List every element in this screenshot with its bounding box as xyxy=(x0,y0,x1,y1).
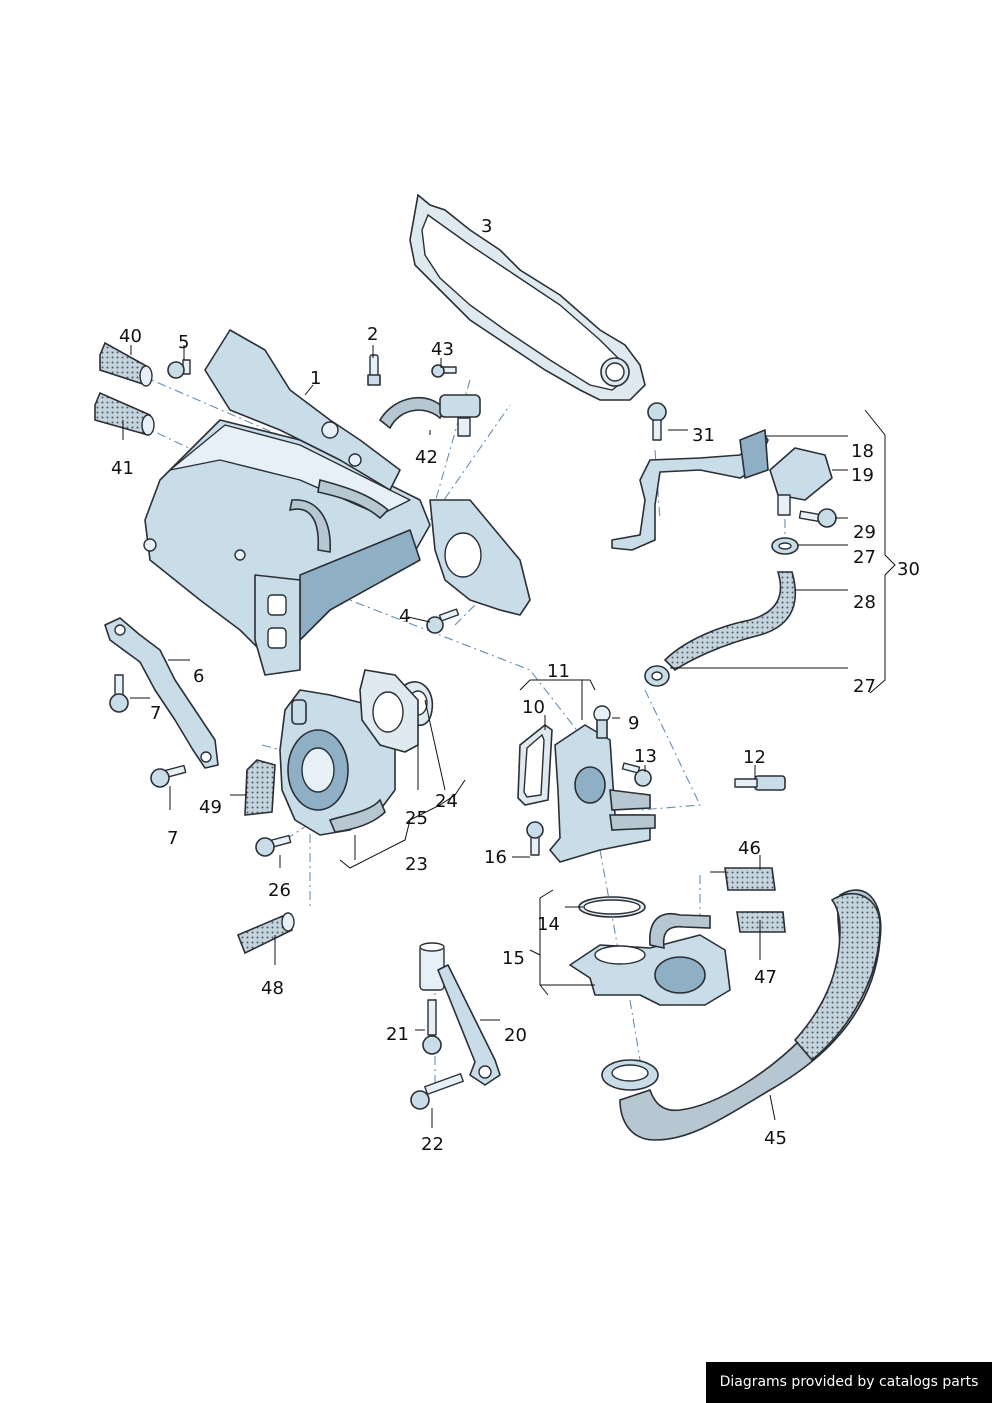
bolt-7-lower xyxy=(150,764,187,788)
hose-sleeve-49 xyxy=(244,759,276,816)
gasket-25 xyxy=(359,669,419,753)
label-part-40: 40 xyxy=(119,326,142,347)
label-part-5: 5 xyxy=(178,332,189,353)
bleed-screw-9 xyxy=(593,705,611,739)
pressure-sensor-19 xyxy=(769,447,833,516)
hose-28 xyxy=(663,571,797,672)
hose-sleeve-40 xyxy=(99,341,153,387)
label-part-25: 25 xyxy=(405,808,428,829)
label-part-28: 28 xyxy=(853,592,876,613)
label-part-24: 24 xyxy=(435,791,458,812)
gasket-3 xyxy=(409,193,646,401)
label-part-16: 16 xyxy=(484,847,507,868)
credit-banner: Diagrams provided by catalogs parts xyxy=(706,1362,992,1403)
bolt-4 xyxy=(426,608,460,634)
label-part-1: 1 xyxy=(310,368,321,389)
hose-sleeve-47 xyxy=(736,911,786,933)
label-part-19: 19 xyxy=(851,465,874,486)
bracket-6 xyxy=(104,617,219,769)
part-labels: 40 5 1 2 43 3 42 41 4 6 7 7 49 24 25 23 … xyxy=(111,216,920,1155)
pipe-45 xyxy=(601,889,882,1141)
label-part-48: 48 xyxy=(261,978,284,999)
clamp-27-lower xyxy=(644,665,670,687)
bolt-26 xyxy=(255,834,292,857)
bolt-29 xyxy=(798,508,837,528)
bracket-18 xyxy=(611,429,769,551)
egr-cooler-1 xyxy=(143,329,531,676)
label-part-47: 47 xyxy=(754,967,777,988)
gasket-10 xyxy=(517,723,553,806)
label-part-11: 11 xyxy=(547,661,570,682)
cooler-valve-15 xyxy=(569,913,731,1006)
label-part-15: 15 xyxy=(502,948,525,969)
label-part-42: 42 xyxy=(415,447,438,468)
label-part-45: 45 xyxy=(764,1128,787,1149)
label-part-26: 26 xyxy=(268,880,291,901)
label-part-31: 31 xyxy=(692,425,715,446)
label-part-20: 20 xyxy=(504,1025,527,1046)
label-part-4: 4 xyxy=(399,606,410,627)
label-part-3: 3 xyxy=(481,216,492,237)
bolt-22 xyxy=(410,1073,464,1110)
bolt-7-upper xyxy=(109,674,129,713)
label-part-23: 23 xyxy=(405,854,428,875)
label-part-43: 43 xyxy=(431,339,454,360)
spacer-21 xyxy=(419,942,445,991)
label-part-27-upper: 27 xyxy=(853,547,876,568)
o-ring-14 xyxy=(578,896,646,918)
bolt-5 xyxy=(167,359,191,379)
hose-sleeve-41 xyxy=(94,391,155,437)
bracket-20 xyxy=(437,964,501,1086)
label-part-7-lower: 7 xyxy=(167,828,178,849)
label-part-29: 29 xyxy=(853,522,876,543)
clamp-27-upper xyxy=(771,537,799,555)
label-part-2: 2 xyxy=(367,324,378,345)
label-part-9: 9 xyxy=(628,713,639,734)
label-part-14: 14 xyxy=(537,914,560,935)
bolt-31 xyxy=(647,402,667,441)
label-part-18: 18 xyxy=(851,441,874,462)
label-part-46: 46 xyxy=(738,838,761,859)
label-part-10: 10 xyxy=(522,697,545,718)
leader-lines xyxy=(122,345,896,1128)
label-part-12: 12 xyxy=(743,747,766,768)
label-part-49: 49 xyxy=(199,797,222,818)
bolt-16 xyxy=(526,821,544,856)
hose-sleeve-46 xyxy=(724,867,776,891)
label-part-30: 30 xyxy=(897,559,920,580)
label-part-41: 41 xyxy=(111,458,134,479)
label-part-6: 6 xyxy=(193,666,204,687)
label-part-27-lower: 27 xyxy=(853,676,876,697)
hose-sleeve-48 xyxy=(236,912,295,955)
label-part-13: 13 xyxy=(634,746,657,767)
bolt-43 xyxy=(431,364,457,378)
label-part-21: 21 xyxy=(386,1024,409,1045)
label-part-22: 22 xyxy=(421,1134,444,1155)
label-part-7-upper: 7 xyxy=(150,703,161,724)
housing-11 xyxy=(549,724,656,863)
sensor-12 xyxy=(734,775,786,791)
temperature-sensor-2 xyxy=(367,354,381,386)
coolant-pipe-42 xyxy=(378,394,481,437)
bolt-13 xyxy=(621,762,652,787)
bolt-21 xyxy=(422,999,442,1055)
